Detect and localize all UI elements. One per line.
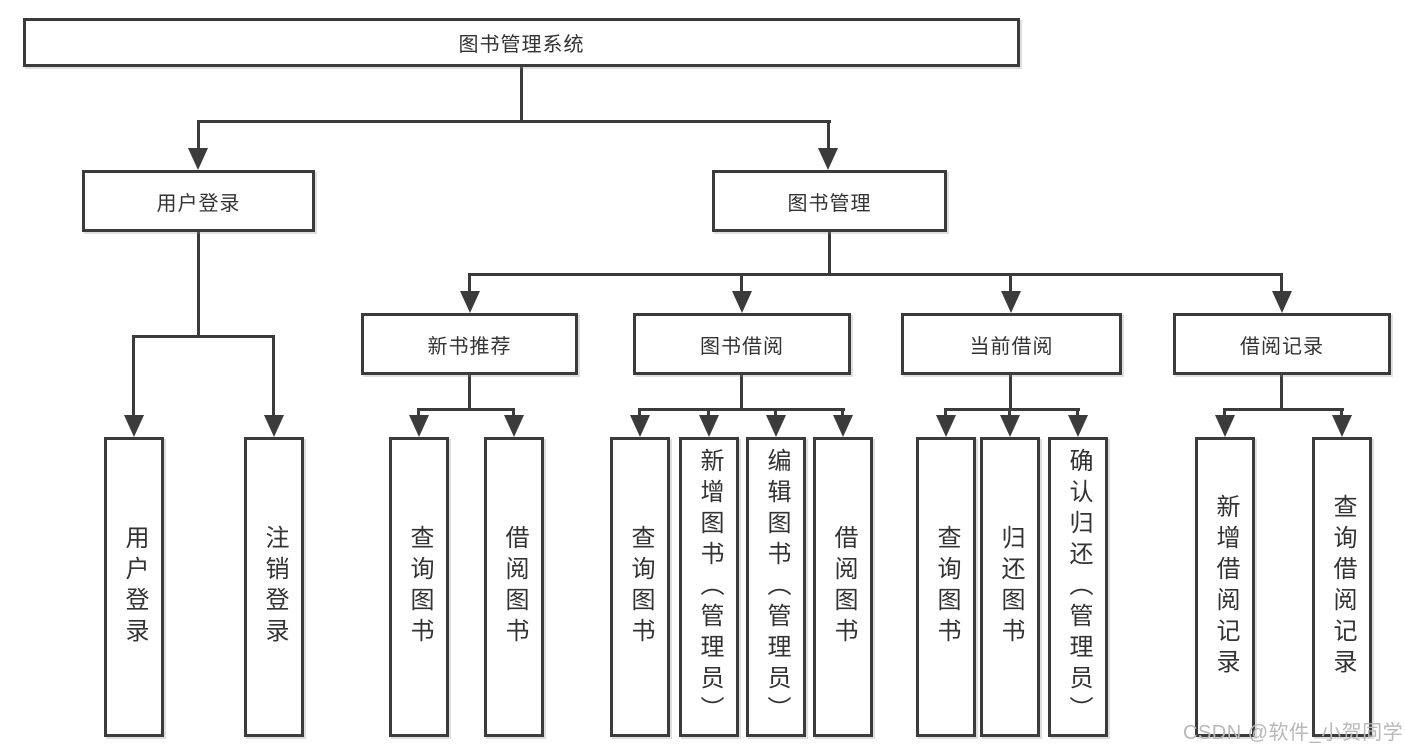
leaf-query-books-newrec: 查询图书	[389, 437, 449, 737]
node-label: 新增图书（管理员）	[696, 447, 723, 727]
leaf-query-books-current: 查询图书	[916, 437, 976, 737]
edge-line	[638, 408, 845, 411]
arrowhead-down-icon	[1272, 291, 1292, 313]
arrowhead-down-icon	[504, 415, 524, 437]
edge-line	[132, 335, 135, 417]
edge-line	[638, 408, 641, 417]
arrowhead-down-icon	[124, 415, 144, 437]
edge-line	[197, 120, 831, 123]
edge-line	[841, 408, 844, 417]
edge-line	[520, 67, 523, 120]
edge-line	[1340, 408, 1343, 417]
node-label: 图书借阅	[700, 335, 784, 358]
node-user-login: 用户登录	[82, 170, 315, 232]
arrowhead-down-icon	[818, 148, 838, 170]
edge-line	[828, 232, 831, 273]
arrowhead-down-icon	[1215, 415, 1235, 437]
node-label: 查询图书	[406, 525, 433, 649]
node-label: 归还图书	[997, 525, 1024, 649]
node-label: 注销登录	[261, 525, 288, 649]
arrowhead-down-icon	[188, 148, 208, 170]
leaf-edit-books-admin: 编辑图书（管理员）	[746, 437, 806, 737]
leaf-add-borrow-record: 新增借阅记录	[1195, 437, 1255, 737]
edge-line	[512, 408, 515, 417]
arrowhead-down-icon	[460, 291, 480, 313]
node-borrow-record: 借阅记录	[1173, 313, 1391, 375]
edge-line	[197, 232, 200, 335]
node-label: 图书管理系统	[458, 34, 585, 56]
csdn-watermark: CSDN @软件_小贺同学	[1183, 722, 1404, 744]
node-book-management: 图书管理	[712, 170, 947, 232]
leaf-query-borrow-record: 查询借阅记录	[1312, 437, 1372, 737]
node-label: 新增借阅记录	[1212, 494, 1239, 680]
node-label: 用户登录	[121, 525, 148, 649]
edge-line	[944, 408, 1080, 411]
edge-line	[1009, 375, 1012, 408]
node-label: 当前借阅	[969, 335, 1054, 358]
node-label: 用户登录	[156, 192, 241, 215]
arrowhead-down-icon	[936, 415, 956, 437]
edge-line	[1223, 408, 1344, 411]
edge-line	[1280, 375, 1283, 408]
edge-line	[468, 273, 1283, 276]
edge-line	[944, 408, 947, 417]
edge-line	[827, 120, 830, 150]
node-label: 确认归还（管理员）	[1065, 447, 1092, 727]
leaf-confirm-return-admin: 确认归还（管理员）	[1048, 437, 1108, 737]
arrowhead-down-icon	[264, 415, 284, 437]
edge-line	[417, 408, 515, 411]
node-book-borrow: 图书借阅	[633, 313, 851, 375]
leaf-return-books: 归还图书	[980, 437, 1040, 737]
leaf-borrow-books: 借阅图书	[813, 437, 873, 737]
node-current-borrow: 当前借阅	[901, 313, 1122, 375]
node-label: 查询借阅记录	[1329, 494, 1356, 680]
arrowhead-down-icon	[699, 415, 719, 437]
leaf-logout: 注销登录	[244, 437, 304, 737]
edge-line	[1223, 408, 1226, 417]
edge-line	[468, 375, 471, 408]
edge-line	[740, 375, 743, 408]
edge-line	[740, 273, 743, 293]
arrowhead-down-icon	[1332, 415, 1352, 437]
leaf-user-login: 用户登录	[104, 437, 164, 737]
arrowhead-down-icon	[630, 415, 650, 437]
arrowhead-down-icon	[766, 415, 786, 437]
node-label: 查询图书	[627, 525, 654, 649]
node-root-library-system: 图书管理系统	[23, 18, 1020, 67]
arrowhead-down-icon	[1001, 291, 1021, 313]
edge-line	[468, 273, 471, 293]
edge-line	[1280, 273, 1283, 293]
node-new-book-recommend: 新书推荐	[361, 313, 578, 375]
arrowhead-down-icon	[732, 291, 752, 313]
edge-line	[272, 335, 275, 417]
node-label: 查询图书	[933, 525, 960, 649]
edge-line	[1076, 408, 1079, 417]
edge-line	[132, 335, 275, 338]
node-label: 借阅图书	[501, 525, 528, 649]
node-label: 借阅记录	[1240, 335, 1324, 358]
arrowhead-down-icon	[833, 415, 853, 437]
leaf-query-books-borrow: 查询图书	[610, 437, 670, 737]
leaf-add-books-admin: 新增图书（管理员）	[679, 437, 739, 737]
edge-line	[197, 120, 200, 150]
edge-line	[707, 408, 710, 417]
edge-line	[1009, 273, 1012, 293]
arrowhead-down-icon	[1000, 415, 1020, 437]
edge-line	[417, 408, 420, 417]
node-label: 借阅图书	[830, 525, 857, 649]
node-label: 新书推荐	[427, 335, 512, 358]
node-label: 图书管理	[787, 192, 872, 215]
arrowhead-down-icon	[409, 415, 429, 437]
leaf-borrow-books-newrec: 借阅图书	[484, 437, 544, 737]
arrowhead-down-icon	[1068, 415, 1088, 437]
edge-line	[1008, 408, 1011, 417]
node-label: 编辑图书（管理员）	[763, 447, 790, 727]
edge-line	[774, 408, 777, 417]
